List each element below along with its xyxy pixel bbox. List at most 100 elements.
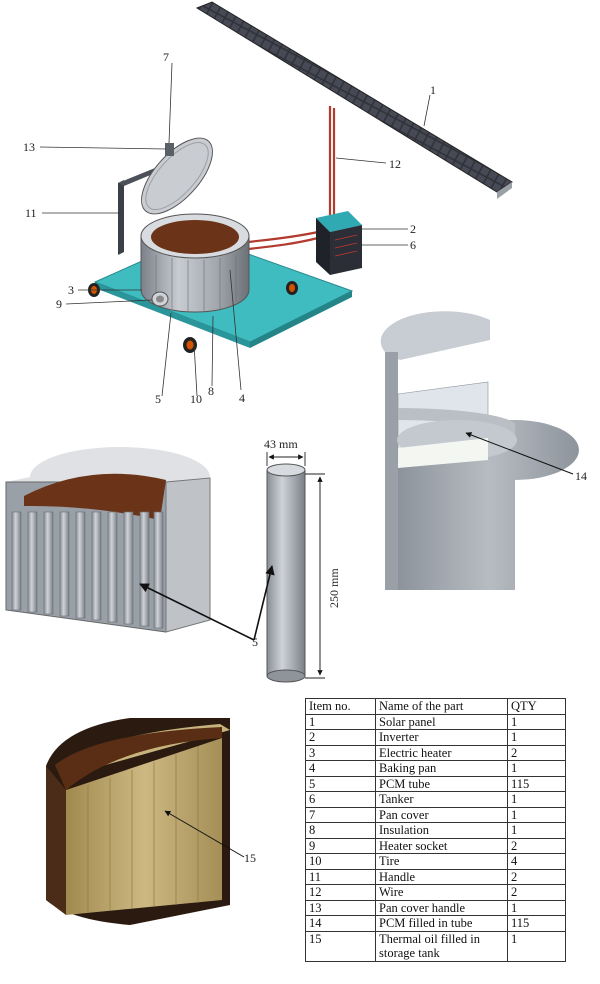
- cell-qty: 1: [507, 899, 566, 916]
- column-header-qty: QTY: [507, 698, 566, 715]
- column-header-name: Name of the part: [375, 698, 508, 715]
- cell-name: Solar panel: [375, 713, 508, 730]
- cell-item: 7: [305, 806, 376, 823]
- cell-item: 5: [305, 775, 376, 792]
- table-header-row: Item no. Name of the part QTY: [305, 698, 566, 715]
- leader-lines: [39, 62, 431, 397]
- cell-qty: 2: [507, 744, 566, 761]
- solar-panel: [195, 1, 513, 199]
- callout-14: 14: [575, 469, 587, 483]
- callout-3: 3: [68, 283, 74, 297]
- cell-name: Pan cover: [375, 806, 508, 823]
- cell-item: 8: [305, 822, 376, 839]
- cell-item: 4: [305, 760, 376, 777]
- callout-2: 2: [410, 222, 416, 236]
- cell-item: 14: [305, 915, 376, 932]
- cell-item: 15: [305, 930, 376, 962]
- cell-name: Inverter: [375, 729, 508, 746]
- cell-qty: 1: [507, 729, 566, 746]
- cell-item: 3: [305, 744, 376, 761]
- diameter-label: 43 mm: [264, 437, 298, 451]
- cell-item: 2: [305, 729, 376, 746]
- callout-8: 8: [208, 384, 214, 398]
- callout-4: 4: [239, 391, 245, 405]
- cell-qty: 1: [507, 713, 566, 730]
- cell-qty: 1: [507, 791, 566, 808]
- cell-item: 1: [305, 713, 376, 730]
- thermal-oil-tank: [46, 718, 230, 925]
- cell-qty: 4: [507, 853, 566, 870]
- cell-item: 11: [305, 868, 376, 885]
- callout-5-top: 5: [155, 392, 161, 406]
- cell-item: 13: [305, 899, 376, 916]
- cell-item: 6: [305, 791, 376, 808]
- dimension-lines: [266, 452, 325, 679]
- cell-qty: 1: [507, 930, 566, 962]
- pcm-filled-tube: [380, 311, 600, 590]
- cell-name: Thermal oil filled in storage tank: [375, 930, 508, 962]
- cell-name: Insulation: [375, 822, 508, 839]
- pcm-tube: [266, 463, 306, 683]
- heater-socket: [151, 291, 169, 307]
- cell-qty: 2: [507, 884, 566, 901]
- pcm-tank-cutaway: [5, 447, 211, 633]
- cell-qty: 115: [507, 915, 566, 932]
- callout-10: 10: [190, 392, 202, 406]
- cell-name: PCM filled in tube: [375, 915, 508, 932]
- tire: [88, 281, 298, 353]
- cell-item: 12: [305, 884, 376, 901]
- callout-7: 7: [163, 50, 169, 64]
- wire: [247, 106, 336, 251]
- cell-name: Tanker: [375, 791, 508, 808]
- cell-qty: 1: [507, 760, 566, 777]
- pan-cover: [141, 137, 213, 215]
- leader-5-arrows: [139, 565, 275, 641]
- inverter: [316, 211, 362, 275]
- cell-qty: 2: [507, 837, 566, 854]
- leader-14: [465, 432, 574, 475]
- callout-13: 13: [23, 140, 35, 154]
- leader-15: [164, 810, 245, 858]
- cell-item: 9: [305, 837, 376, 854]
- cell-name: Wire: [375, 884, 508, 901]
- callout-9: 9: [56, 297, 62, 311]
- cell-name: Tire: [375, 853, 508, 870]
- cell-item: 10: [305, 853, 376, 870]
- callout-5: 5: [252, 635, 258, 649]
- tanker: [140, 213, 250, 313]
- cell-name: Baking pan: [375, 760, 508, 777]
- cell-name: PCM tube: [375, 775, 508, 792]
- cell-name: Electric heater: [375, 744, 508, 761]
- pan-cover-handle: [165, 143, 174, 156]
- callout-11: 11: [25, 206, 37, 220]
- callout-labels: 1 7 13 11 12 2 6 3 9 5 10 8 4: [23, 50, 436, 406]
- cell-qty: 2: [507, 868, 566, 885]
- cell-name: Handle: [375, 868, 508, 885]
- cell-qty: 1: [507, 806, 566, 823]
- handle: [118, 168, 160, 255]
- cell-name: Heater socket: [375, 837, 508, 854]
- callout-12: 12: [389, 157, 401, 171]
- callout-15: 15: [244, 851, 256, 865]
- callout-1: 1: [430, 83, 436, 97]
- cell-name: Pan cover handle: [375, 899, 508, 916]
- length-label: 250 mm: [327, 568, 341, 608]
